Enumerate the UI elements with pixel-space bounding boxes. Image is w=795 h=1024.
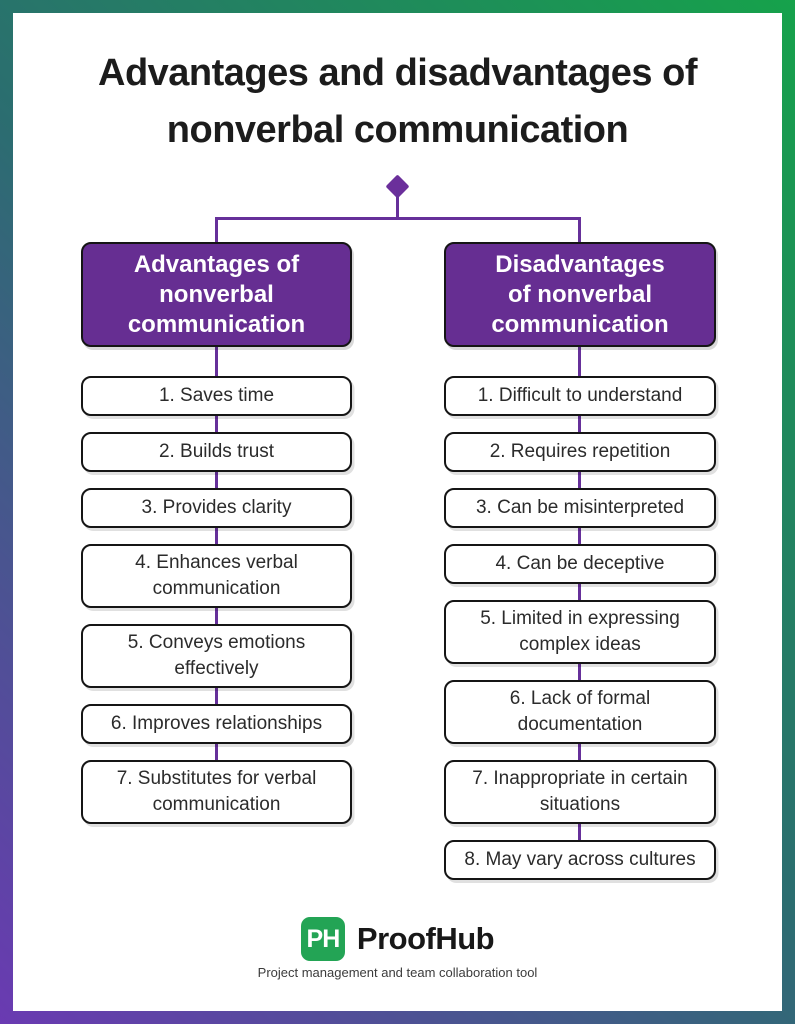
connector-stem xyxy=(396,190,399,218)
disadvantages-list: 1. Difficult to understand 2. Requires r… xyxy=(444,376,716,880)
list-item: 6. Lack of formal documentation xyxy=(444,680,716,744)
list-item: 1. Saves time xyxy=(81,376,352,416)
list-item: 5. Limited in expressing complex ideas xyxy=(444,600,716,664)
disadvantages-header-line1: Disadvantages xyxy=(495,250,665,278)
page-title-line1: Advantages and disadvantages of xyxy=(98,52,698,94)
list-item: 7. Substitutes for verbal communication xyxy=(81,760,352,824)
list-item: 7. Inappropriate in certain situations xyxy=(444,760,716,824)
advantages-list: 1. Saves time 2. Builds trust 3. Provide… xyxy=(81,376,352,824)
disadvantages-header-line3: communication xyxy=(491,310,669,338)
list-item: 8. May vary across cultures xyxy=(444,840,716,880)
page-title-line2: nonverbal communication xyxy=(166,109,629,151)
advantages-header-line2: nonverbal xyxy=(159,280,274,308)
disadvantages-header-line2: of nonverbal xyxy=(507,280,652,308)
list-item: 2. Requires repetition xyxy=(444,432,716,472)
list-item: 1. Difficult to understand xyxy=(444,376,716,416)
disadvantages-header-box: Disadvantages of nonverbal communication xyxy=(444,242,716,347)
list-item: 3. Can be misinterpreted xyxy=(444,488,716,528)
list-item: 6. Improves relationships xyxy=(81,704,352,744)
list-item: 5. Conveys emotions effectively xyxy=(81,624,352,688)
connector-vertical-right xyxy=(578,217,581,851)
advantages-header-line3: communication xyxy=(127,310,306,338)
list-item: 3. Provides clarity xyxy=(81,488,352,528)
proofhub-logo-text: PH xyxy=(306,924,341,953)
footer-tagline: Project management and team collaboratio… xyxy=(257,965,538,980)
proofhub-logo-icon: PH xyxy=(300,917,345,961)
advantages-header-box: Advantages of nonverbal communication xyxy=(81,242,352,347)
footer: PH ProofHub xyxy=(13,917,782,961)
infographic-canvas: Advantages and disadvantages of nonverba… xyxy=(13,13,782,1011)
list-item: 4. Enhances verbal communication xyxy=(81,544,352,608)
list-item: 4. Can be deceptive xyxy=(444,544,716,584)
brand-name: ProofHub xyxy=(356,921,495,956)
connector-horizontal xyxy=(215,217,581,220)
advantages-header-line1: Advantages of xyxy=(133,250,300,278)
list-item: 2. Builds trust xyxy=(81,432,352,472)
page-title: Advantages and disadvantages of nonverba… xyxy=(13,45,782,159)
